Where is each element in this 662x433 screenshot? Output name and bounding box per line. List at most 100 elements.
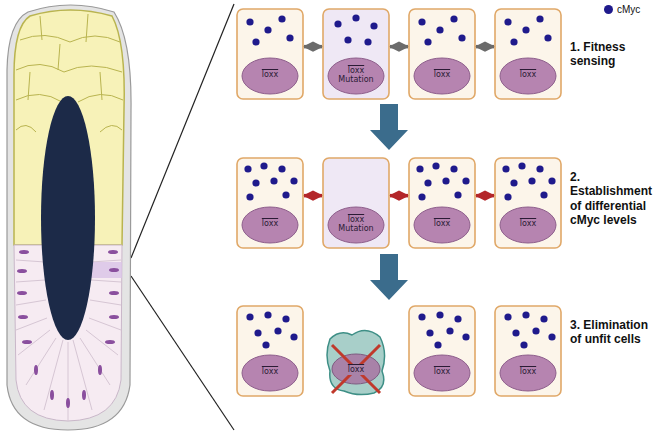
cmyc-dot xyxy=(436,311,443,318)
gene-label: loxx xyxy=(261,219,279,228)
cmyc-dot xyxy=(522,26,529,33)
cmyc-dot xyxy=(528,177,535,184)
cell: loxx xyxy=(408,8,476,100)
cmyc-dot xyxy=(262,341,269,348)
cmyc-dot xyxy=(432,162,439,169)
cell: loxx xyxy=(236,157,304,249)
cell-shape xyxy=(408,305,476,397)
cmyc-dot xyxy=(434,341,441,348)
cmyc-dot xyxy=(442,177,449,184)
lumen xyxy=(41,96,95,340)
cmyc-dot xyxy=(418,313,425,320)
cmyc-dot xyxy=(290,177,297,184)
zoom-line xyxy=(131,276,234,430)
cell-shape xyxy=(408,157,476,249)
cmyc-dot xyxy=(282,315,289,322)
nucleus-text: loxx xyxy=(408,62,476,88)
cmyc-dot xyxy=(254,329,261,336)
cmyc-dot xyxy=(264,311,271,318)
cmyc-dot xyxy=(548,333,555,340)
gene-label: loxx xyxy=(519,367,537,376)
nucleus-text: loxx xyxy=(408,211,476,237)
legend-text: cMyc xyxy=(617,4,640,15)
step-label: 1. Fitness sensing xyxy=(570,40,660,69)
nucleus-text: loxx xyxy=(408,359,476,385)
cmyc-dot xyxy=(450,165,457,172)
mutation-label: Mutation xyxy=(337,224,374,233)
cmyc-dot xyxy=(334,20,341,27)
signal-arrow xyxy=(476,194,494,198)
cmyc-dot xyxy=(260,162,267,169)
signal-arrow xyxy=(390,194,408,198)
nucleus-text: loxx xyxy=(494,359,562,385)
cell: loxx xyxy=(408,305,476,397)
cmyc-dot xyxy=(536,15,543,22)
nucleus-text: loxxMutation xyxy=(322,211,390,237)
cmyc-dot xyxy=(436,26,443,33)
cell: loxx xyxy=(494,8,562,100)
cmyc-dot xyxy=(252,179,259,186)
cell-shape xyxy=(494,8,562,100)
gene-label: loxx xyxy=(347,215,365,224)
cmyc-dot xyxy=(344,36,351,43)
cmyc-dot xyxy=(446,327,453,334)
crypt-outline xyxy=(7,5,131,430)
cmyc-dot xyxy=(418,18,425,25)
cell-shape xyxy=(236,157,304,249)
cell: loxx xyxy=(236,305,304,397)
cmyc-dot xyxy=(426,329,433,336)
cmyc-dot xyxy=(540,315,547,322)
cmyc-dot xyxy=(454,315,461,322)
cell-shape xyxy=(236,305,304,397)
signal-arrow xyxy=(390,45,408,49)
cmyc-dot xyxy=(424,179,431,186)
signal-arrow xyxy=(476,45,494,49)
cmyc-dot xyxy=(462,177,469,184)
cmyc-dot xyxy=(286,34,293,41)
nucleus-text: loxx xyxy=(494,62,562,88)
cmyc-dot xyxy=(244,165,251,172)
cmyc-dot xyxy=(278,15,285,22)
cell-shape xyxy=(494,157,562,249)
gene-label: loxx xyxy=(519,219,537,228)
cmyc-dot xyxy=(518,162,525,169)
zoom-line xyxy=(131,4,234,258)
cmyc-dot xyxy=(532,327,539,334)
cell-shape xyxy=(494,305,562,397)
step-arrow xyxy=(370,254,408,300)
gene-label: loxx xyxy=(261,367,279,376)
cmyc-dot xyxy=(416,165,423,172)
cell-shape xyxy=(236,8,304,100)
nucleus-text: loxx xyxy=(236,211,304,237)
cell-shape xyxy=(322,157,390,249)
cmyc-dot xyxy=(264,26,271,33)
cell-shape xyxy=(408,8,476,100)
cell: loxxMutation xyxy=(322,157,390,249)
cmyc-dot xyxy=(282,191,289,198)
gene-label: loxx xyxy=(519,70,537,79)
cmyc-dot xyxy=(424,38,431,45)
mutant-cell-highlight xyxy=(91,262,122,278)
cmyc-dot xyxy=(548,177,555,184)
nucleus-text: loxx xyxy=(236,359,304,385)
cell: loxxMutation xyxy=(322,8,390,100)
gene-label: loxx xyxy=(261,70,279,79)
cmyc-dot xyxy=(274,327,281,334)
cmyc-dot xyxy=(504,313,511,320)
cmyc-dot xyxy=(504,193,511,200)
cmyc-dot xyxy=(510,179,517,186)
cmyc-dot xyxy=(510,38,517,45)
cell-shape xyxy=(322,305,390,397)
step-arrow xyxy=(370,104,408,150)
cmyc-dot xyxy=(504,18,511,25)
gene-label: loxx xyxy=(347,365,365,374)
cmyc-dot xyxy=(544,34,551,41)
cmyc-dot xyxy=(290,333,297,340)
cell: loxx xyxy=(322,305,390,397)
nucleus-text: loxx xyxy=(322,357,390,383)
step-label: 3. Elimination of unfit cells xyxy=(570,318,660,347)
step-label: 2. Establishment of differential cMyc le… xyxy=(570,170,660,228)
cmyc-dot xyxy=(418,193,425,200)
nucleus-text: loxxMutation xyxy=(322,62,390,88)
